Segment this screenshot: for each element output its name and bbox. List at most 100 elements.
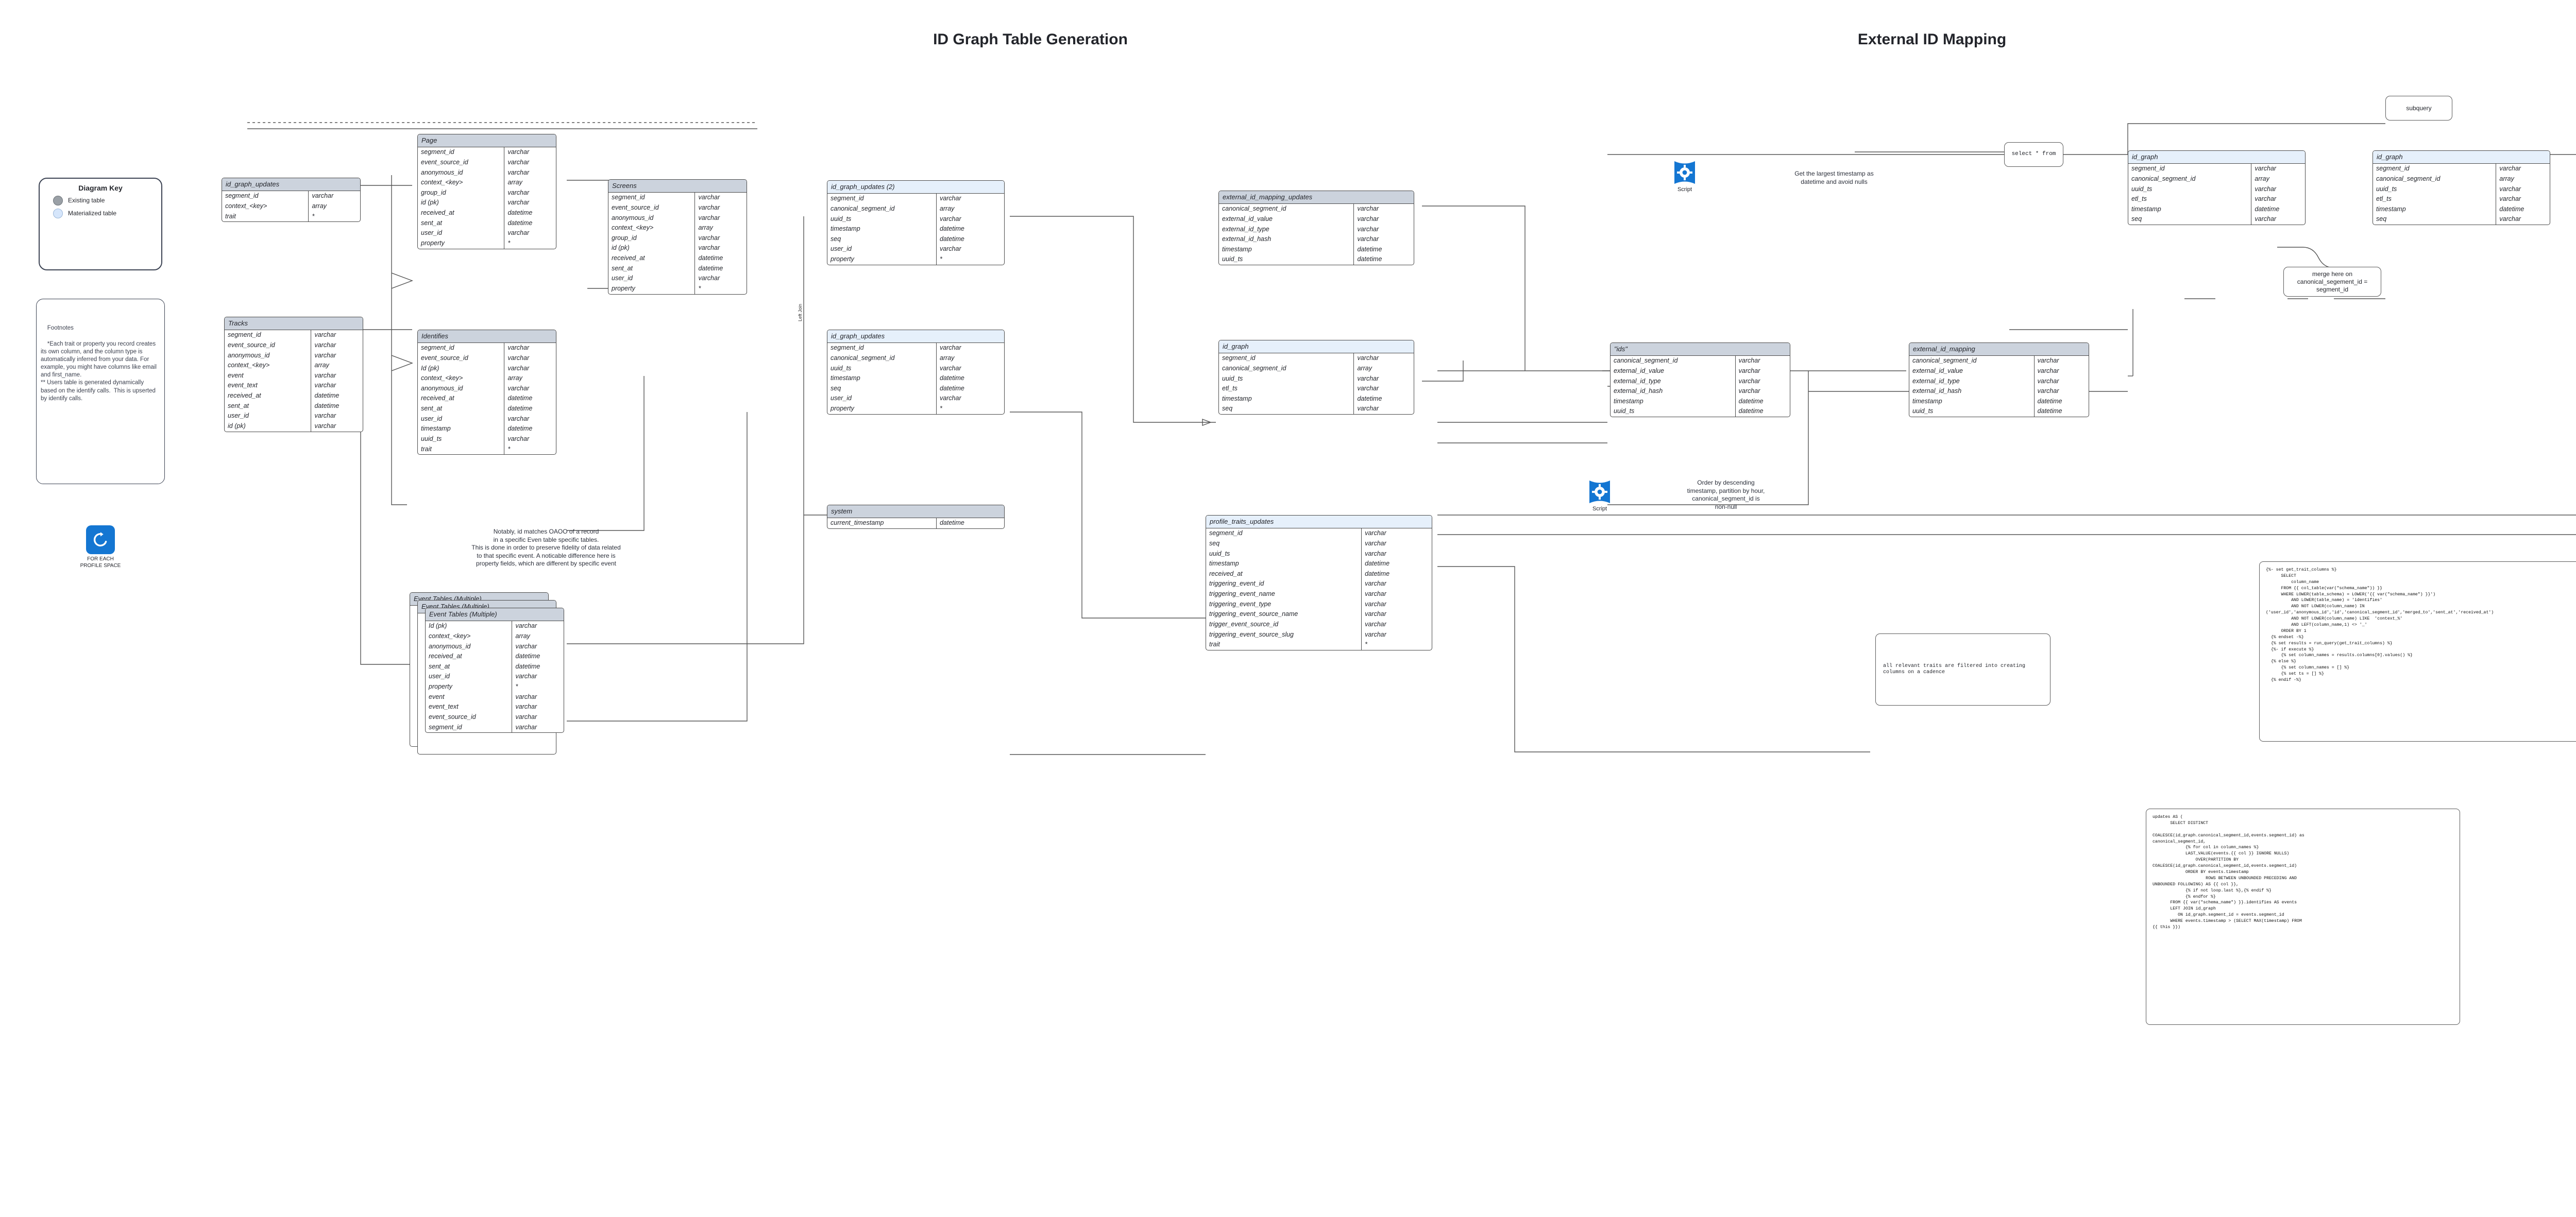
table-title: Screens (608, 180, 747, 193)
column-type: datetime (939, 519, 964, 527)
column-name: group_id (418, 187, 505, 198)
column-type: datetime (507, 209, 533, 216)
column-type: varchar (314, 422, 336, 430)
column-name: received_at (418, 208, 505, 218)
column-type: varchar (1365, 610, 1386, 618)
column-name: segment_id (1206, 528, 1362, 539)
column-type: varchar (515, 622, 537, 630)
column-name: sent_at (418, 218, 505, 229)
column-type: datetime (698, 254, 723, 262)
column-name: uuid_ts (1909, 406, 2035, 417)
column-type: array (515, 632, 530, 640)
column-name: anonymous_id (418, 167, 505, 178)
table-row: trait* (1206, 640, 1432, 650)
table-row: context_<key>array (608, 223, 747, 233)
column-name: timestamp (1206, 559, 1362, 569)
table-row: id (pk)varchar (418, 198, 556, 208)
script-order-note: Order by descending timestamp, partition… (1687, 479, 1765, 510)
column-name: Id (pk) (418, 363, 505, 374)
column-name: received_at (608, 253, 696, 264)
column-type: datetime (1357, 245, 1382, 253)
script-node-order[interactable]: Script (1577, 479, 1623, 512)
column-type: array (2499, 175, 2514, 182)
column-type: varchar (2255, 215, 2277, 223)
table-external-id-mapping-updates[interactable]: external_id_mapping_updates canonical_se… (1218, 191, 1414, 265)
column-name: received_at (418, 393, 505, 404)
table-title: id_graph_updates (827, 330, 1004, 344)
column-name: segment_id (827, 194, 937, 204)
column-name: triggering_event_type (1206, 599, 1362, 610)
subquery-node[interactable]: subquery (2385, 96, 2452, 121)
column-type: varchar (515, 713, 537, 721)
column-type: datetime (1357, 255, 1382, 263)
column-name: etl_ts (2373, 194, 2497, 204)
column-type: varchar (515, 693, 537, 700)
column-name: property (827, 404, 937, 414)
column-name: event_source_id (608, 202, 696, 213)
for-each-profile-space-label: FOR EACH PROFILE SPACE (80, 556, 121, 569)
column-name: user_id (418, 228, 505, 238)
table-title: "ids" (1611, 343, 1790, 356)
column-type: datetime (939, 384, 964, 392)
for-each-profile-space-badge: FOR EACH PROFILE SPACE (62, 525, 139, 569)
column-name: event_source_id (418, 157, 505, 168)
column-type: * (939, 255, 942, 263)
column-name: event_source_id (225, 340, 312, 351)
select-star-from-node[interactable]: select * from (2004, 142, 2063, 167)
cadence-note: all relevant traits are filtered into cr… (1875, 633, 2050, 706)
column-name: group_id (608, 233, 696, 244)
column-name: seq (1206, 538, 1362, 549)
script-node-timestamp[interactable]: Script (1662, 160, 1708, 193)
column-type: varchar (2037, 387, 2059, 395)
table-external-id-mapping[interactable]: external_id_mapping canonical_segment_id… (1909, 342, 2089, 417)
column-type: varchar (1365, 550, 1386, 557)
table-title: Page (418, 134, 556, 148)
column-name: uuid_ts (2373, 184, 2497, 195)
table-title: Tracks (225, 317, 363, 331)
code-block-sql-updates: updates AS ( SELECT DISTINCT COALESCE(id… (2146, 809, 2460, 1025)
table-row: property* (418, 238, 556, 249)
column-name: canonical_segment_id (1611, 356, 1736, 366)
column-name: canonical_segment_id (827, 353, 937, 364)
column-type: varchar (2037, 367, 2059, 374)
gear-icon (1587, 479, 1613, 505)
table-title: system (827, 505, 1004, 519)
column-name: segment_id (1219, 353, 1354, 364)
script-timestamp-note: Get the largest timestamp as datetime an… (1794, 170, 1874, 185)
table-title: Identifies (418, 330, 556, 344)
column-name: triggering_event_source_name (1206, 609, 1362, 620)
merge-here-node[interactable]: merge here on canonical_segement_id = se… (2283, 267, 2381, 297)
